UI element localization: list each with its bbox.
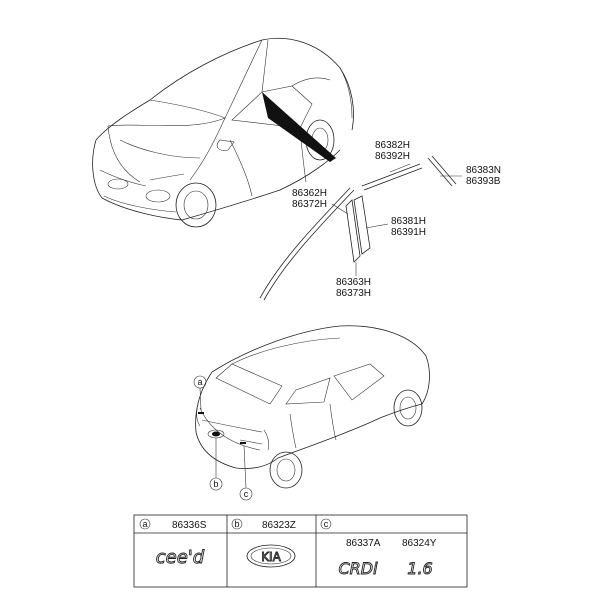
pillar-86381H <box>353 195 371 255</box>
label-86392H: 86392H <box>375 151 410 162</box>
moulding-86382H <box>361 163 421 187</box>
table-letter-b: b <box>234 519 239 529</box>
table-part-86337A: 86337A <box>346 538 381 549</box>
top-part-labels: 86382H 86392H 86383N 86393B 86362H 86372… <box>292 140 501 299</box>
label-86393B: 86393B <box>466 176 501 187</box>
emblem-kia: KIA <box>261 550 281 564</box>
label-86391H: 86391H <box>391 227 426 238</box>
pillar-86363H <box>345 199 361 263</box>
table-part-86323Z: 86323Z <box>262 520 296 531</box>
label-86383N: 86383N <box>466 165 501 176</box>
callout-b: b <box>213 479 218 489</box>
label-86372H: 86372H <box>292 199 327 210</box>
table-letter-a: a <box>142 519 147 529</box>
label-86362H: 86362H <box>292 188 327 199</box>
table-letter-c: c <box>324 519 329 529</box>
emblem-1-6: 1.6 <box>407 559 432 578</box>
table-part-86324Y: 86324Y <box>402 538 437 549</box>
label-86381H: 86381H <box>391 216 426 227</box>
callout-c: c <box>244 489 249 499</box>
table-part-86336S: 86336S <box>172 520 207 531</box>
emblem-table: a 86336S cee'd b 86323Z KIA c 86337A 863… <box>133 514 468 588</box>
emblem-crdi: CRDi <box>338 559 378 578</box>
label-86382H: 86382H <box>375 140 410 151</box>
moulding-parts <box>259 155 462 301</box>
label-86373H: 86373H <box>336 288 371 299</box>
moulding-86362H <box>259 187 351 299</box>
label-86363H: 86363H <box>336 277 371 288</box>
emblem-ceed: cee'd <box>156 547 205 568</box>
front-car-illustration <box>92 37 354 228</box>
callout-a: a <box>197 377 202 387</box>
rear-car-illustration <box>195 325 430 489</box>
callouts: a b c <box>193 375 253 501</box>
moulding-86383N <box>427 157 453 187</box>
